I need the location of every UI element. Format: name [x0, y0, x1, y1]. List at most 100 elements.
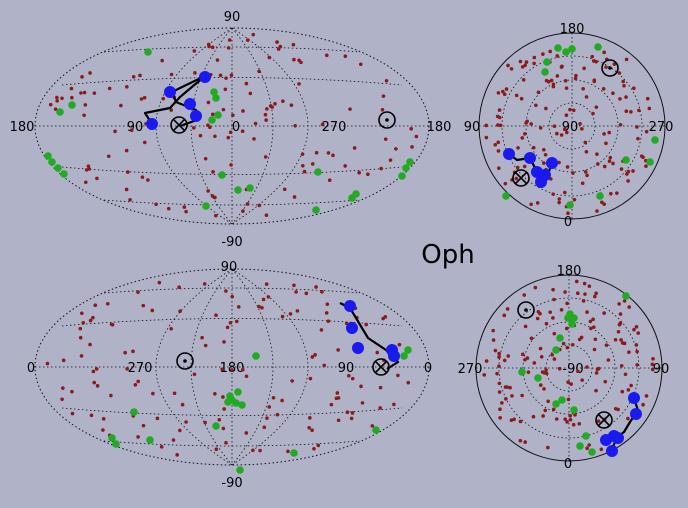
red-point	[388, 158, 393, 162]
red-point	[635, 125, 639, 129]
red-point	[523, 63, 527, 68]
red-point	[644, 164, 648, 169]
red-point	[169, 72, 174, 77]
red-point	[631, 169, 635, 173]
red-point	[264, 118, 268, 122]
blue-point	[630, 408, 642, 420]
red-point	[319, 328, 324, 332]
red-point	[602, 132, 606, 136]
red-point	[133, 383, 138, 387]
red-point	[302, 169, 307, 174]
red-point	[574, 279, 579, 284]
polar-left-label: 270	[458, 362, 483, 377]
red-point	[245, 202, 250, 206]
red-point	[566, 397, 571, 402]
red-point	[564, 130, 569, 135]
red-point	[495, 114, 500, 119]
red-point	[155, 416, 160, 421]
red-point	[384, 78, 389, 83]
red-point	[501, 89, 505, 94]
red-point	[288, 312, 293, 316]
green-point	[564, 314, 572, 322]
red-point	[583, 170, 588, 174]
red-point	[210, 194, 215, 198]
red-point	[603, 379, 608, 384]
red-point	[280, 314, 285, 319]
red-point	[516, 146, 520, 150]
red-point	[580, 127, 584, 131]
red-point	[78, 326, 83, 331]
red-point	[291, 42, 296, 47]
red-point	[493, 142, 498, 147]
red-point	[482, 373, 487, 377]
red-point	[506, 63, 510, 68]
red-point	[601, 87, 606, 91]
red-point	[529, 122, 533, 126]
red-point	[213, 213, 218, 218]
red-point	[262, 425, 267, 430]
red-point	[175, 453, 179, 457]
red-point	[594, 388, 598, 393]
red-point	[349, 416, 354, 421]
red-point	[596, 162, 600, 166]
red-point	[88, 318, 93, 323]
red-point	[544, 321, 549, 326]
red-point	[301, 163, 305, 168]
red-point	[213, 391, 217, 396]
red-point	[379, 166, 383, 171]
red-point	[571, 422, 576, 427]
red-point	[159, 445, 164, 449]
red-point	[585, 446, 589, 450]
red-point	[241, 367, 245, 372]
red-point	[227, 38, 232, 42]
red-point	[248, 91, 253, 96]
red-point	[210, 112, 215, 117]
red-point	[81, 320, 86, 325]
green-point	[622, 156, 630, 164]
green-point	[558, 396, 566, 404]
red-point	[131, 74, 136, 79]
red-point	[518, 438, 523, 443]
red-point	[350, 411, 355, 415]
red-point	[82, 90, 87, 95]
red-point	[619, 364, 624, 368]
red-point	[244, 81, 249, 86]
red-point	[521, 78, 526, 82]
red-point	[245, 38, 250, 42]
green-point	[246, 184, 254, 192]
red-point	[192, 372, 197, 377]
red-point	[166, 206, 171, 211]
red-point	[519, 96, 524, 101]
red-point	[360, 401, 365, 405]
red-point	[618, 312, 623, 316]
green-point	[56, 108, 64, 116]
red-point	[241, 209, 245, 213]
red-point	[533, 285, 538, 290]
red-point	[522, 164, 527, 169]
red-point	[178, 309, 182, 314]
red-point	[570, 342, 575, 347]
red-point	[582, 66, 586, 71]
blue-point-layer	[600, 392, 642, 457]
green-point	[646, 158, 654, 166]
green-point	[108, 434, 116, 442]
red-point	[268, 104, 273, 108]
red-point	[551, 287, 555, 292]
red-point	[498, 123, 503, 128]
red-point	[119, 103, 123, 108]
red-point	[578, 121, 582, 126]
red-point	[123, 350, 127, 355]
red-point	[542, 370, 547, 375]
red-point	[314, 285, 318, 289]
red-point	[624, 57, 629, 62]
green-point	[398, 172, 406, 180]
red-point	[396, 373, 400, 378]
red-point	[497, 381, 502, 386]
red-point	[616, 329, 621, 334]
red-point	[506, 354, 511, 358]
red-point	[542, 161, 546, 165]
red-point	[505, 385, 509, 389]
red-point	[160, 58, 164, 63]
red-point	[378, 406, 383, 410]
red-point	[210, 45, 215, 50]
